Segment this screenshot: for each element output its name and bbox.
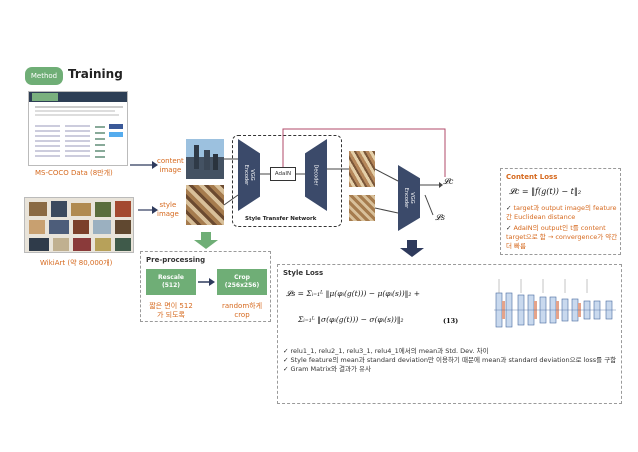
output-image-thumbnail bbox=[349, 151, 375, 187]
dataset-arrows bbox=[130, 161, 158, 214]
network-connections bbox=[223, 128, 446, 216]
content-loss-bullet: ✓AdaIN의 output인 t를 content target으로 함 → … bbox=[506, 224, 618, 251]
content-loss-bullets: ✓target과 output image의 feature간 Euclidea… bbox=[506, 204, 618, 251]
adain-block: AdaIN bbox=[270, 167, 296, 181]
loss-s-label: 𝓛s bbox=[435, 213, 445, 222]
crop-block: Crop (256x256) bbox=[217, 269, 267, 295]
content-image-label: content image bbox=[157, 157, 184, 174]
content-loss-bullet-text: AdaIN의 output인 t를 content target으로 함 → c… bbox=[506, 224, 618, 250]
content-loss-bullet: ✓target과 output image의 feature간 Euclidea… bbox=[506, 204, 618, 222]
style-loss-title: Style Loss bbox=[283, 269, 324, 277]
check-icon: ✓ bbox=[283, 365, 289, 373]
style-image-small-thumbnail bbox=[349, 195, 375, 221]
network-diagram: VGG Encoder AdaIN Decoder Style Transfer… bbox=[185, 125, 485, 245]
style-loss-bullet-text: relu1_1, relu2_1, relu3_1, relu4_1에서의 me… bbox=[290, 347, 489, 355]
stn-label: Style Transfer Network bbox=[245, 216, 317, 222]
preprocessing-title: Pre-processing bbox=[146, 256, 206, 264]
wikiart-collage-image bbox=[24, 197, 134, 253]
style-loss-bullet: ✓relu1_1, relu2_1, relu3_1, relu4_1에서의 m… bbox=[283, 347, 618, 356]
wikiart-caption: WikiArt (약 80,000개) bbox=[40, 259, 113, 267]
content-image-thumbnail bbox=[186, 139, 224, 179]
section-tag: Method bbox=[25, 67, 63, 85]
vgg-encoder-left: VGG Encoder bbox=[238, 139, 260, 211]
decoder-block: Decoder bbox=[305, 139, 327, 211]
style-loss-bullet-text: Gram Matrix와 결과가 유사 bbox=[290, 365, 372, 373]
down-arrow-green bbox=[194, 232, 218, 249]
style-loss-eq-number: (13) bbox=[443, 317, 459, 325]
content-loss-formula: 𝓛c = ‖f(g(t)) − t‖₂ bbox=[509, 187, 582, 196]
style-transfer-network-box bbox=[232, 135, 342, 227]
coco-website-image bbox=[28, 91, 128, 166]
down-arrow-navy bbox=[400, 240, 424, 257]
content-loss-title: Content Loss bbox=[506, 173, 558, 181]
crop-note: random하게 crop bbox=[221, 302, 263, 319]
style-loss-box: Style Loss 𝓛s = Σᵢ₌₁ᴸ ‖μ(φᵢ(g(t))) − μ(φ… bbox=[277, 264, 622, 404]
coco-caption: MS-COCO Data (8만개) bbox=[35, 169, 113, 177]
preprocessing-box: Pre-processing Rescale (512) Crop (256x2… bbox=[140, 251, 271, 322]
style-loss-formula-line1: 𝓛s = Σᵢ₌₁ᴸ ‖μ(φᵢ(g(t))) − μ(φᵢ(s))‖₂ + bbox=[286, 289, 421, 298]
check-icon: ✓ bbox=[283, 347, 289, 355]
vgg-encoder-right: VGG Encoder bbox=[398, 165, 420, 231]
style-loss-bullet-text: Style feature의 mean과 standard deviation만… bbox=[290, 356, 617, 364]
style-image-thumbnail bbox=[186, 185, 224, 225]
check-icon: ✓ bbox=[506, 224, 512, 232]
style-loss-bullets: ✓relu1_1, relu2_1, relu3_1, relu4_1에서의 m… bbox=[283, 347, 618, 374]
rescale-block: Rescale (512) bbox=[146, 269, 196, 295]
content-loss-box: Content Loss 𝓛c = ‖f(g(t)) − t‖₂ ✓target… bbox=[500, 168, 621, 255]
crop-label: Crop (256x256) bbox=[224, 274, 260, 289]
preprocessing-arrow bbox=[198, 278, 215, 286]
check-icon: ✓ bbox=[283, 356, 289, 364]
loss-c-label: 𝓛c bbox=[443, 177, 454, 186]
rescale-note: 짧은 면이 512 가 되도록 bbox=[149, 302, 193, 319]
rescale-label: Rescale (512) bbox=[158, 274, 184, 289]
content-loss-bullet-text: target과 output image의 feature간 Euclidean… bbox=[506, 204, 617, 221]
check-icon: ✓ bbox=[506, 204, 512, 212]
style-image-label: style image bbox=[157, 201, 179, 218]
page-title: Training bbox=[68, 67, 123, 81]
style-loss-bullet: ✓Style feature의 mean과 standard deviation… bbox=[283, 356, 618, 365]
style-loss-formula-line2: Σᵢ₌₁ᴸ ‖σ(φᵢ(g(t))) − σ(φᵢ(s))‖₂ bbox=[298, 315, 404, 324]
vgg-relu-diagram bbox=[494, 279, 616, 328]
style-loss-bullet: ✓Gram Matrix와 결과가 유사 bbox=[283, 365, 618, 374]
